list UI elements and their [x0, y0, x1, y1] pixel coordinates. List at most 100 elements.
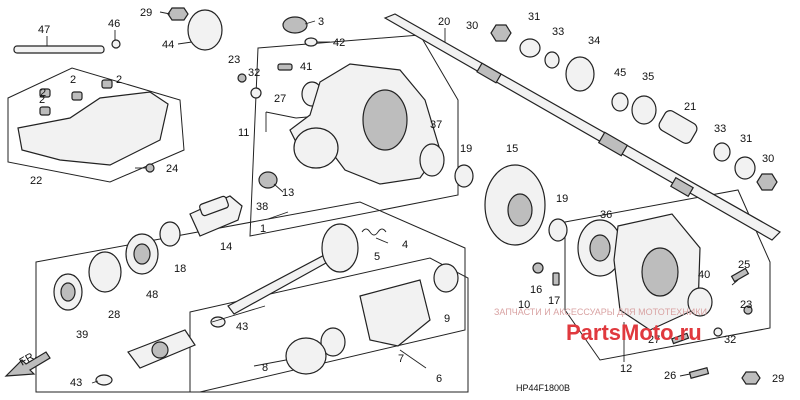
- axle-spline-2: [597, 131, 629, 157]
- boot-band-8: [285, 337, 327, 375]
- callout-27-bottom: 27: [648, 334, 660, 346]
- damper-rubber-4: [39, 88, 51, 98]
- bearing-31-top: [519, 38, 541, 58]
- bearing-28: [88, 251, 122, 293]
- callout-32-top: 32: [248, 67, 260, 79]
- o-ring-large: [187, 9, 223, 51]
- callout-41: 41: [300, 61, 312, 73]
- washer-32-bottom: [713, 327, 723, 337]
- callout-7: 7: [398, 353, 404, 365]
- skid-plate-group-frame: [7, 67, 185, 183]
- leader-lines: [46, 11, 739, 384]
- callout-33-bottom: 33: [714, 123, 726, 135]
- callout-1: 1: [260, 223, 266, 235]
- ring-gear-hub: [507, 193, 533, 227]
- circlip-45: [611, 92, 629, 112]
- bolt-17: [552, 272, 560, 286]
- callout-4: 4: [402, 239, 408, 251]
- callout-24: 24: [166, 163, 178, 175]
- dust-boot-7: [359, 279, 431, 347]
- boot-band-9: [433, 263, 459, 293]
- callout-42: 42: [333, 37, 345, 49]
- callout-10: 10: [518, 299, 530, 311]
- tube-clip: [111, 39, 121, 49]
- o-ring-43-low: [95, 374, 113, 386]
- callout-37: 37: [430, 119, 442, 131]
- callout-34: 34: [588, 35, 600, 47]
- callout-31-bottom: 31: [740, 133, 752, 145]
- axle-nut-30-bottom: [756, 173, 778, 191]
- flange-nut-29-bottom: [741, 371, 761, 385]
- callout-23-bottom: 23: [740, 299, 752, 311]
- gear-case-cover-group-frame: [564, 189, 771, 361]
- oil-seal-39-inner: [60, 282, 76, 302]
- skid-plate-bolt: [145, 163, 155, 173]
- stud-bolt-27: [277, 63, 293, 71]
- boot-collar: [320, 327, 346, 357]
- callout-6: 6: [436, 373, 442, 385]
- callout-3: 3: [318, 16, 324, 28]
- callout-2-d: 2: [40, 87, 46, 99]
- callout-30-bottom: 30: [762, 153, 774, 165]
- callout-47: 47: [38, 24, 50, 36]
- damper-rubber-3: [101, 79, 113, 89]
- callout-17: 17: [548, 295, 560, 307]
- filler-o-ring: [304, 37, 318, 47]
- breather-tube: [13, 45, 105, 54]
- diagram-code: HP44F1800B: [516, 383, 570, 393]
- ring-35: [631, 95, 657, 125]
- case-pinion-bore: [293, 127, 339, 169]
- pinion-shaft-spline: [199, 195, 229, 217]
- shim-19-top: [454, 164, 474, 188]
- bolt-23-top: [237, 73, 247, 83]
- bearing-48-inner: [133, 243, 151, 265]
- skid-plate: [17, 91, 169, 166]
- bolt-26: [688, 367, 710, 379]
- collar-33-top: [544, 51, 560, 69]
- washer-32-top: [250, 87, 262, 99]
- callout-23-top: 23: [228, 54, 240, 66]
- callout-19-bottom: 19: [556, 193, 568, 205]
- watermark-text-line1: ЗАПЧАСТИ И АКСЕССУАРЫ ДЛЯ МОТОТЕХНИКИ: [494, 307, 707, 317]
- bearing-36-inner: [589, 234, 611, 262]
- inner-boot-group-frame: [189, 257, 469, 393]
- callout-2-a: 2: [70, 74, 76, 86]
- spring-5: [361, 228, 387, 236]
- callout-35: 35: [642, 71, 654, 83]
- watermark-logo-text: PartsMoto.ru: [566, 320, 702, 345]
- filler-cap: [282, 16, 308, 34]
- callout-11: 11: [238, 127, 249, 139]
- callout-30-top: 30: [466, 20, 478, 32]
- callout-26: 26: [664, 370, 676, 382]
- shim-18: [159, 221, 181, 247]
- callout-15: 15: [506, 143, 518, 155]
- case-ring-bore: [362, 89, 408, 151]
- bearing-31-bottom: [734, 156, 756, 180]
- callout-39: 39: [76, 329, 88, 341]
- callout-19-top: 19: [460, 143, 472, 155]
- stud-bolt-27-bottom: [671, 332, 690, 345]
- cover-bore: [641, 247, 679, 297]
- flange-nut-top: [167, 7, 189, 21]
- propeller-shaft-group-frame: [35, 201, 466, 393]
- callout-2-c: 2: [39, 94, 45, 106]
- callout-33-top: 33: [552, 26, 564, 38]
- callout-9: 9: [444, 313, 450, 325]
- callout-48: 48: [146, 289, 158, 301]
- callout-31-top: 31: [528, 11, 540, 23]
- axle-spline-3: [670, 176, 694, 198]
- damper-rubber-2: [71, 91, 83, 101]
- callout-46: 46: [108, 18, 120, 30]
- universal-joint-yoke: [151, 341, 169, 359]
- callout-22: 22: [30, 175, 42, 187]
- callout-20: 20: [438, 16, 450, 28]
- callout-28: 28: [108, 309, 120, 321]
- axle-spline-1: [476, 62, 502, 84]
- bolt-25: [730, 267, 750, 283]
- callout-2-b: 2: [116, 74, 122, 86]
- callout-32-bottom: 32: [724, 334, 736, 346]
- callout-18: 18: [174, 263, 186, 275]
- bolt-23-bottom: [743, 305, 753, 315]
- washer-16: [532, 262, 544, 274]
